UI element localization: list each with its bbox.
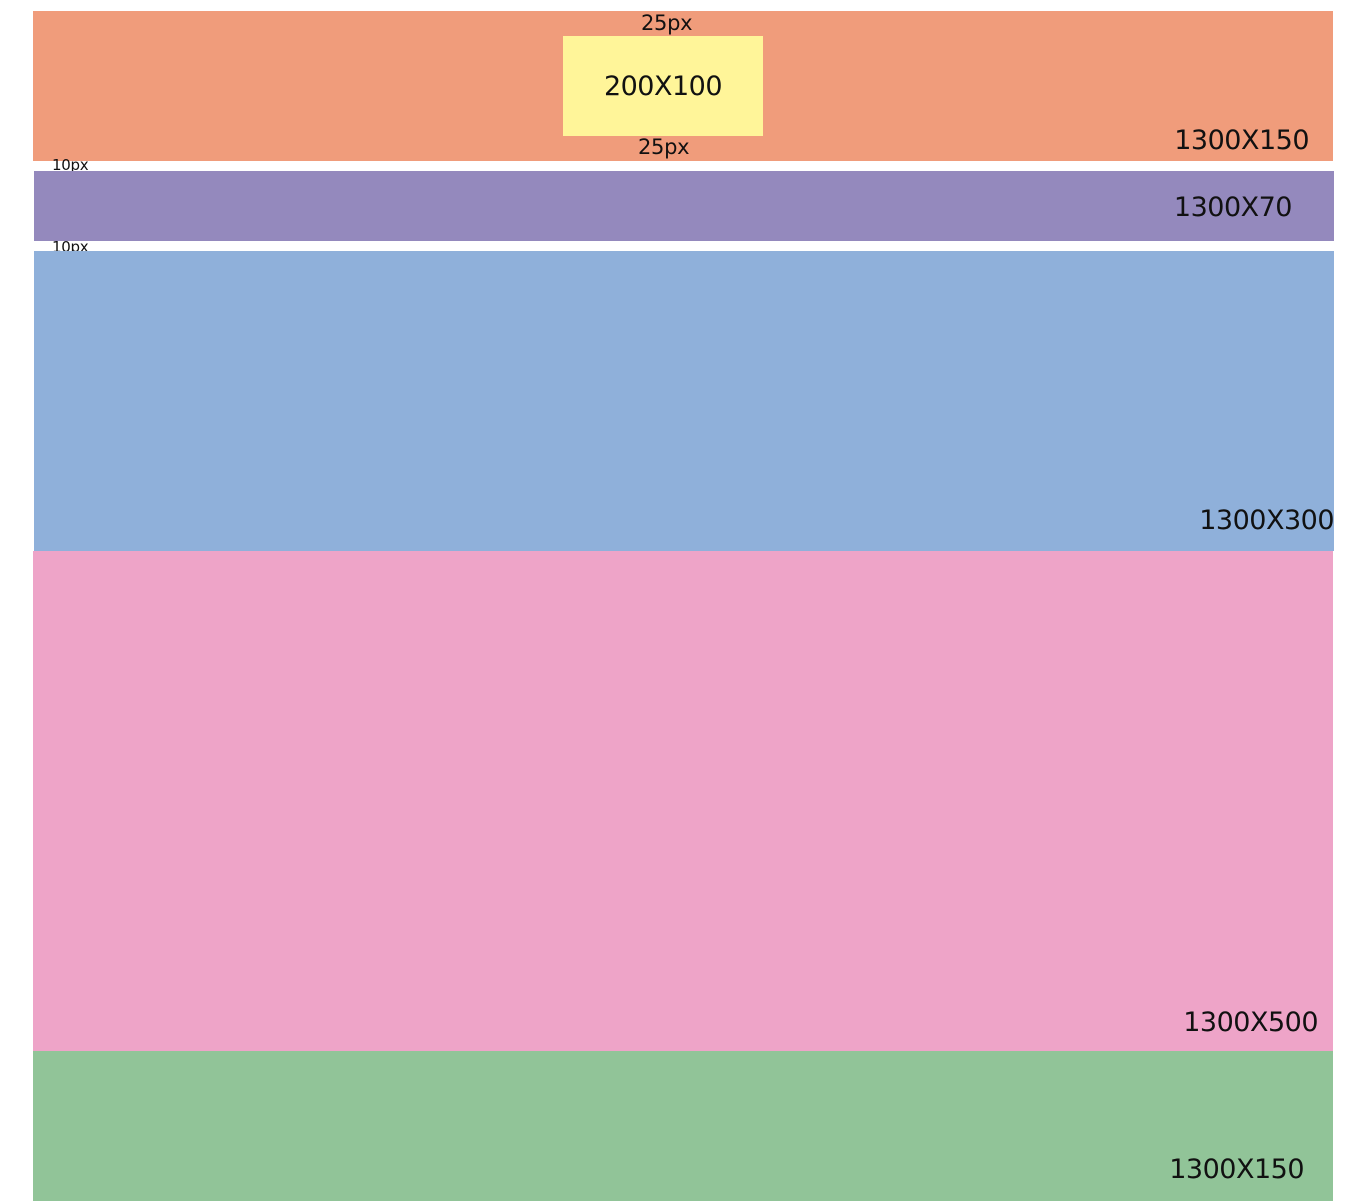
logo-block: 200X100	[563, 36, 763, 136]
header-top-gap-label: 25px	[641, 11, 693, 35]
footer-block: 1300X150	[33, 1051, 1333, 1201]
nav-size-label: 1300X70	[1173, 192, 1293, 223]
content-size-label: 1300X500	[1183, 1007, 1318, 1038]
gap-after-header-label: 10px	[52, 156, 89, 174]
header-bottom-gap-label: 25px	[638, 135, 690, 159]
footer-size-label: 1300X150	[1169, 1154, 1304, 1185]
banner-size-label: 1300X300	[1199, 505, 1334, 536]
nav-block: 1300X70	[34, 171, 1334, 241]
content-block: 1300X500	[33, 551, 1333, 1051]
header-block: 25px 200X100 25px 1300X150	[33, 11, 1333, 161]
header-size-label: 1300X150	[1174, 125, 1309, 156]
banner-block: 1300X300	[34, 251, 1334, 551]
gap-after-nav-label: 10px	[52, 238, 89, 256]
logo-size-label: 200X100	[603, 70, 723, 102]
